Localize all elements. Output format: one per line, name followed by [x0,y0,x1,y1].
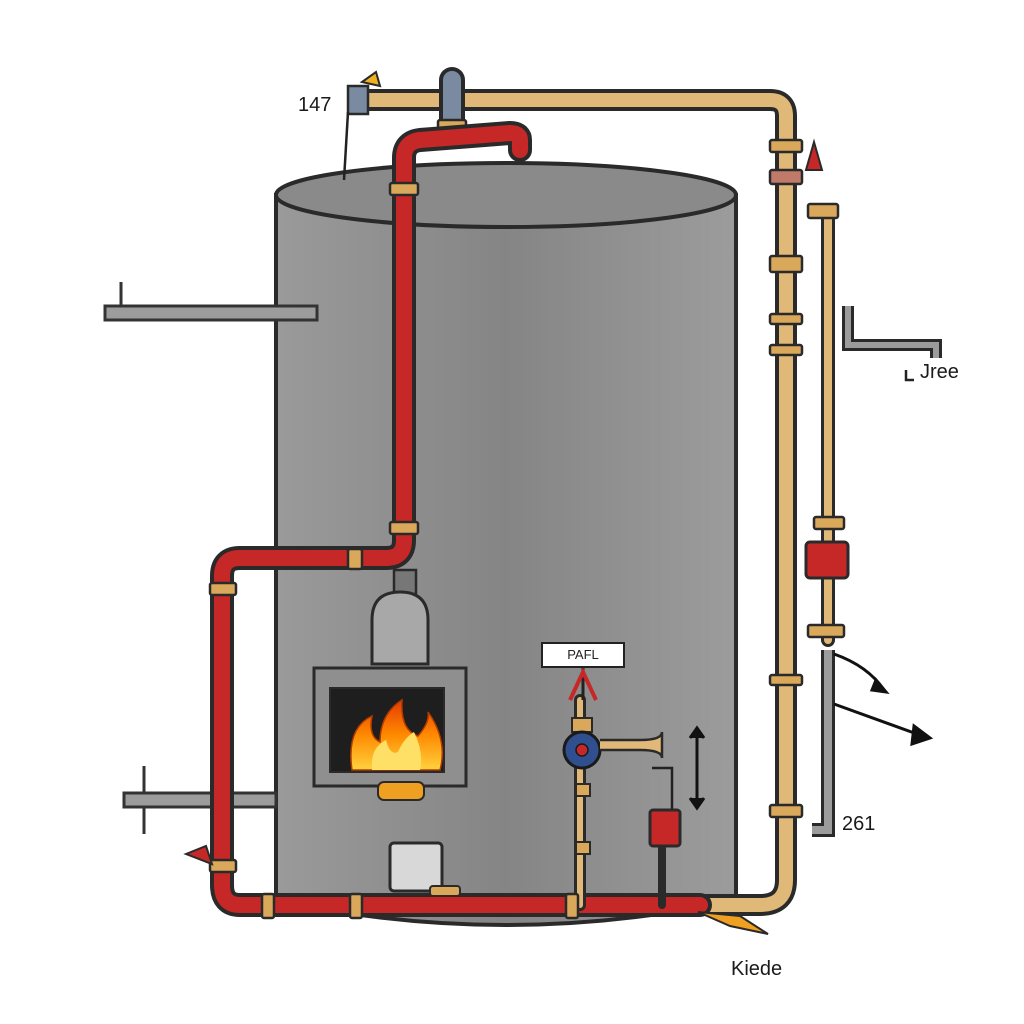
pump-assembly [562,667,682,855]
drain-label: 261 [842,813,876,835]
pressure-label: 147 [298,94,332,116]
inlet-valve [342,70,382,181]
cold-pipe-fittings [436,118,846,819]
flow-arrows [688,652,934,811]
flame-icon [350,698,443,801]
hot-pipe-fittings [208,181,580,920]
valve-label: Kiede [731,958,783,980]
drain-valve-bottom [697,911,769,935]
drain-valve-left [183,844,214,866]
access-box [388,841,461,897]
relief-valve-top [804,138,824,171]
gauge-label: PAFL [541,642,625,668]
side-outlet-pipe [812,306,942,837]
outlet-label: Jree [920,361,959,383]
left-lower-stub-pipe [122,766,278,834]
right-valve-block [804,540,850,580]
left-upper-stub-pipe [103,282,319,322]
